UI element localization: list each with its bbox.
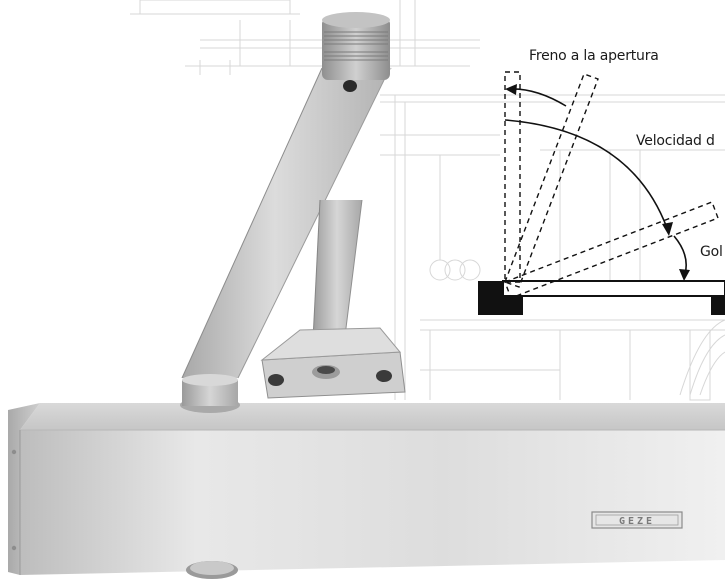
blueprint-background — [130, 0, 725, 401]
closing-speed-label: Velocidad d — [636, 133, 715, 149]
adjustment-nut — [322, 12, 390, 92]
door-swing-diagram — [478, 71, 725, 315]
mounting-bracket — [260, 327, 406, 399]
opening-brake-label: Freno a la apertura — [529, 48, 659, 64]
latching-label: Gol — [700, 244, 723, 260]
brand-logo-text: GEZE — [619, 516, 655, 527]
door-closer-body — [8, 403, 725, 579]
brand-plate: GEZE — [591, 511, 683, 529]
